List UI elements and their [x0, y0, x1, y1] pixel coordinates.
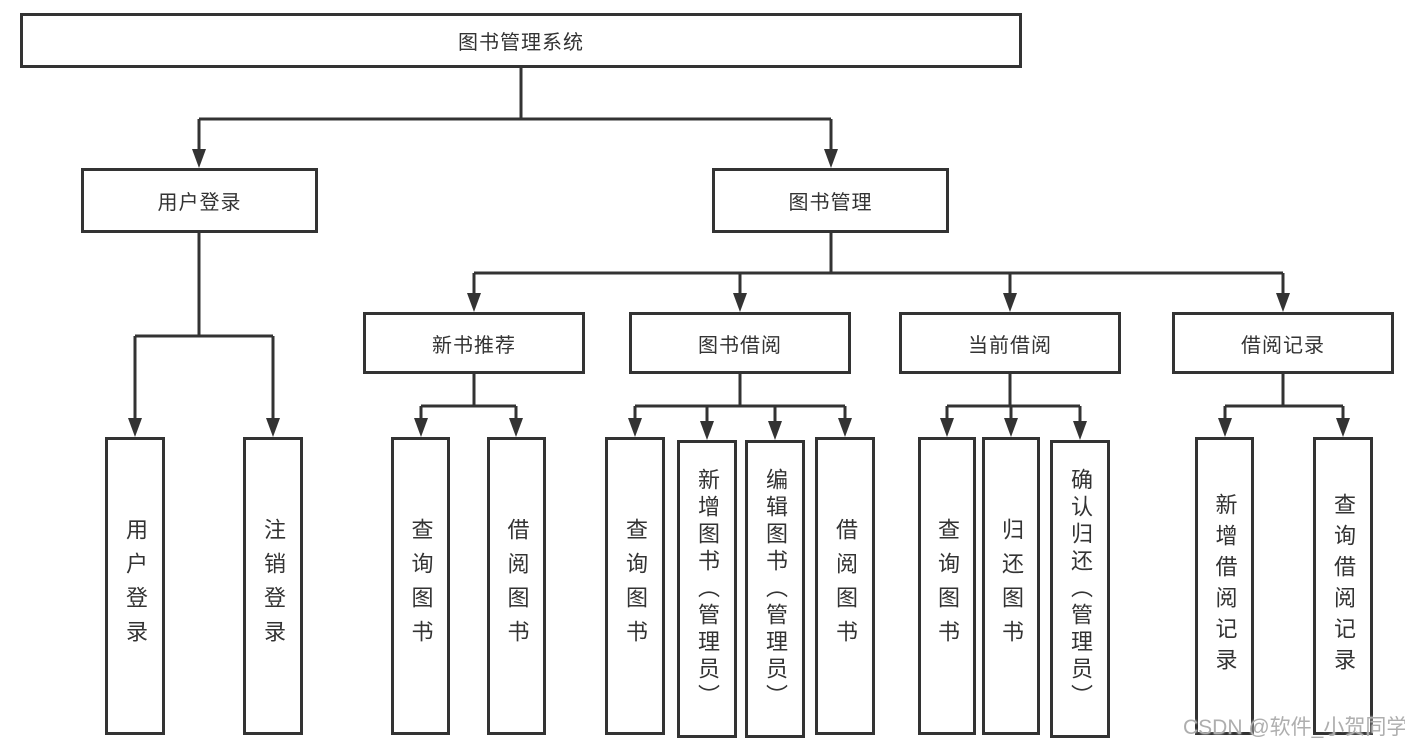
node-root: 图书管理系统	[20, 13, 1022, 68]
leaf-confirm-return-admin: 确认归还（管理员）	[1050, 440, 1110, 738]
node-new-book-recommend: 新书推荐	[363, 312, 585, 374]
leaf-add-borrow-record: 新增借阅记录	[1195, 437, 1254, 735]
leaf-logout-login: 注销登录	[243, 437, 303, 735]
leaf-add-book-admin: 新增图书（管理员）	[677, 440, 737, 738]
node-book-borrowing: 图书借阅	[629, 312, 851, 374]
csdn-watermark: CSDN @软件_小贺同学	[1183, 716, 1405, 739]
leaf-query-books-borrowing: 查询图书	[605, 437, 665, 735]
node-current-borrowing: 当前借阅	[899, 312, 1121, 374]
leaf-user-login: 用户登录	[105, 437, 165, 735]
node-user-login: 用户登录	[81, 168, 318, 233]
leaf-borrow-books-borrowing: 借阅图书	[815, 437, 875, 735]
leaf-edit-book-admin: 编辑图书（管理员）	[745, 440, 805, 738]
leaf-return-books: 归还图书	[982, 437, 1040, 735]
leaf-query-books-recommend: 查询图书	[391, 437, 450, 735]
leaf-query-books-current: 查询图书	[918, 437, 976, 735]
leaf-borrow-books-recommend: 借阅图书	[487, 437, 546, 735]
node-borrowing-records: 借阅记录	[1172, 312, 1394, 374]
node-book-management: 图书管理	[712, 168, 949, 233]
leaf-query-borrow-record: 查询借阅记录	[1313, 437, 1373, 735]
